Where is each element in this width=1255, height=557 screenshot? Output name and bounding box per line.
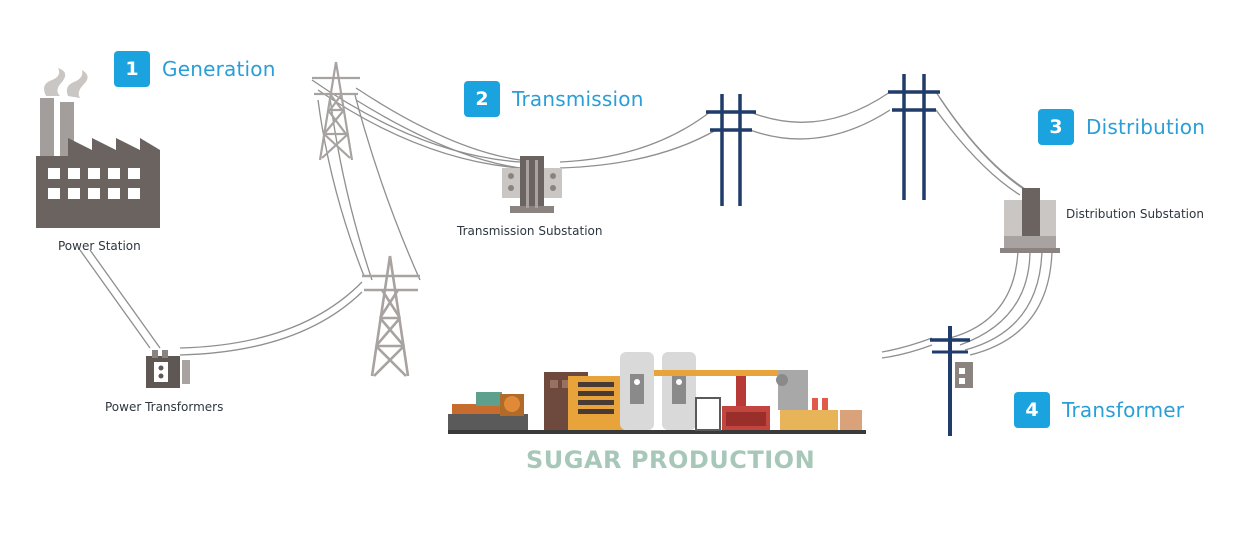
- step-transmission: 2 Transmission: [464, 81, 644, 117]
- step-title: Generation: [162, 57, 276, 81]
- transmission-substation-icon: [502, 156, 562, 213]
- step-title: Distribution: [1086, 115, 1206, 139]
- power-transformer-icon: [146, 350, 190, 388]
- power-station-label: Power Station: [58, 239, 141, 253]
- distribution-substation-label: Distribution Substation: [1066, 207, 1204, 221]
- sugar-production-label: SUGAR PRODUCTION: [526, 446, 816, 474]
- step-distribution: 3 Distribution: [1038, 109, 1205, 145]
- transmission-pole-2-icon: [888, 74, 940, 200]
- transmission-substation-label: Transmission Substation: [457, 224, 603, 238]
- distribution-substation-icon: [1000, 188, 1060, 253]
- sugar-factory-illustration: [448, 352, 866, 434]
- step-generation: 1 Generation: [114, 51, 276, 87]
- step-number-badge: 4: [1014, 392, 1050, 428]
- power-lines: [79, 79, 1053, 359]
- step-transformer: 4 Transformer: [1014, 392, 1184, 428]
- small-transmission-tower-icon: [312, 61, 360, 161]
- step-number-badge: 2: [464, 81, 500, 117]
- power-station-factory-icon: [36, 68, 160, 228]
- step-title: Transmission: [512, 87, 644, 111]
- power-transformers-label: Power Transformers: [105, 400, 224, 414]
- transmission-pole-1-icon: [706, 94, 756, 206]
- step-number-badge: 1: [114, 51, 150, 87]
- step-title: Transformer: [1062, 398, 1185, 422]
- large-transmission-tower-icon: [362, 255, 420, 377]
- step-number-badge: 3: [1038, 109, 1074, 145]
- utility-pole-transformer-icon: [930, 326, 973, 436]
